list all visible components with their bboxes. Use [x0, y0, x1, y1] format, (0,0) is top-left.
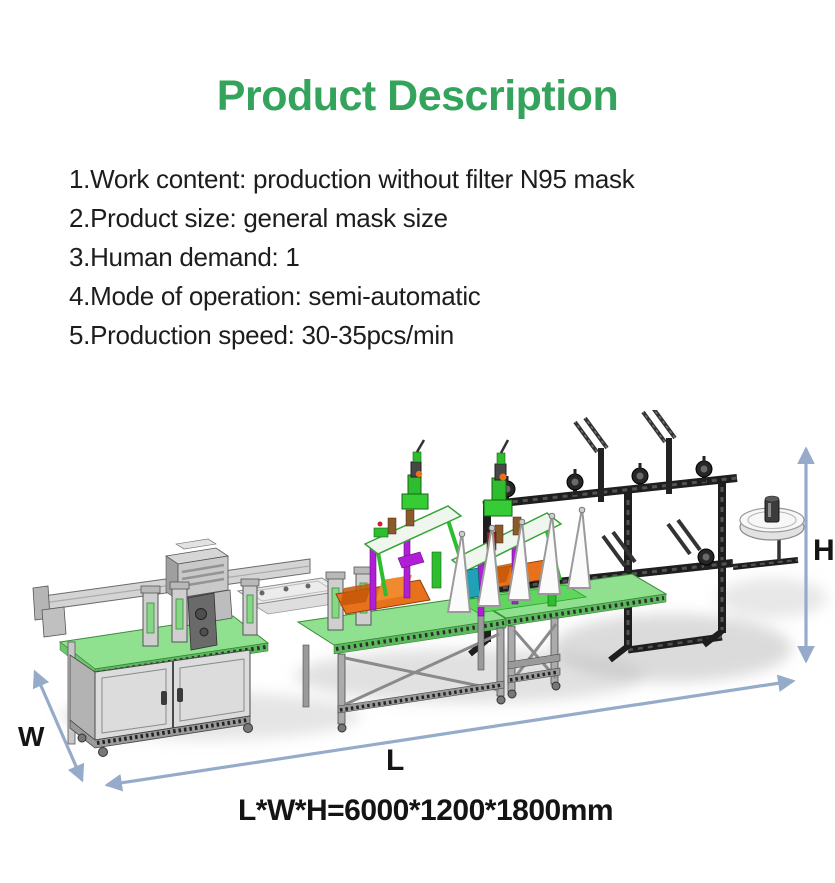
guide-mast [573, 416, 609, 502]
robot-arm [401, 439, 429, 510]
cabinet-handle [177, 688, 183, 702]
dimension-arrows: W L H [18, 446, 835, 792]
page-title: Product Description [216, 72, 619, 120]
welding-station-1 [335, 439, 468, 615]
height-dimension-label: H [813, 534, 835, 567]
width-arrow [32, 669, 85, 783]
width-dimension-label: W [18, 721, 45, 752]
guide-mast [641, 406, 677, 494]
lever-frames [446, 506, 592, 613]
description-list: 1.Work content: production without filte… [69, 160, 789, 355]
overall-dimensions-text: L*W*H=6000*1200*1800mm [237, 794, 614, 827]
length-dimension-label: L [386, 744, 404, 777]
description-item-2: 2.Product size: general mask size [69, 203, 448, 233]
cabinet-handle [161, 691, 167, 705]
robot-arm [483, 439, 513, 517]
material-reel [732, 495, 805, 570]
machine-diagram: W L H [0, 406, 835, 820]
description-item-1: 1.Work content: production without filte… [69, 164, 635, 194]
description-item-3: 3.Human demand: 1 [69, 242, 300, 272]
length-arrow [104, 674, 796, 792]
folding-unit [164, 538, 233, 651]
description-item-4: 4.Mode of operation: semi-automatic [69, 281, 481, 311]
machine-illustration: W L H [18, 406, 835, 792]
roller-knobs [498, 456, 715, 588]
description-item-5: 5.Production speed: 30-35pcs/min [69, 320, 454, 350]
